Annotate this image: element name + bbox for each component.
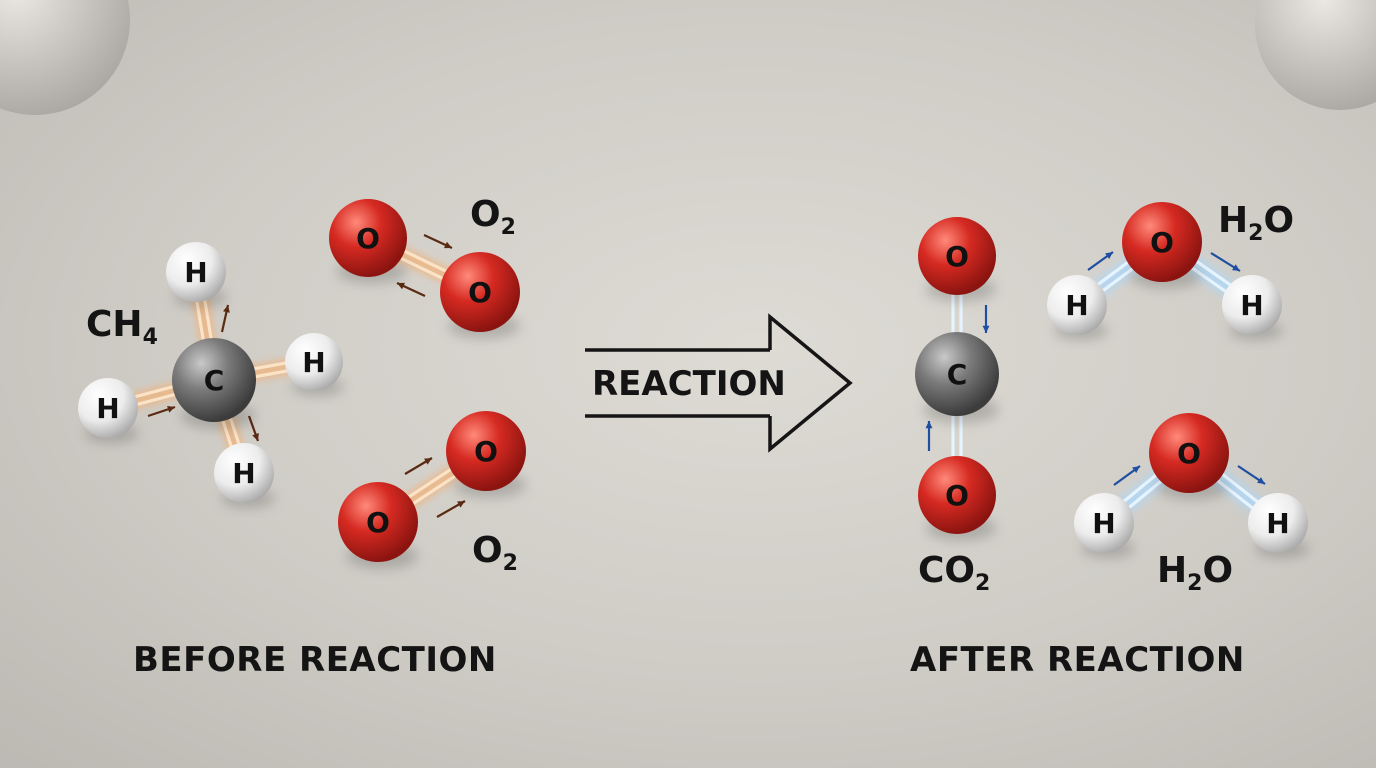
o2-bottom-arrow-lower — [436, 500, 466, 518]
corner-decoration-left — [0, 0, 130, 115]
h2o-top-hydrogen-atom-right-symbol: H — [1240, 289, 1263, 322]
h2o-top-oxygen-atom: O — [1122, 202, 1202, 289]
o2-top-arrow-upper — [423, 234, 453, 249]
ch4-hydrogen-atom-right: H — [285, 333, 345, 396]
o2-top-oxygen-atom-2-symbol: O — [468, 276, 492, 309]
h2o-top-arrow-right — [1210, 252, 1241, 272]
h2o-bottom-hydrogen-atom-right-symbol: H — [1266, 507, 1289, 540]
formula-o2-top: O2 — [470, 194, 516, 240]
ch4-carbon-atom: C — [172, 338, 256, 430]
ch4-hydrogen-atom-right-symbol: H — [302, 346, 325, 379]
o2-top-oxygen-atom-1-symbol: O — [356, 222, 380, 255]
h2o-bottom-hydrogen-atom-left: H — [1074, 493, 1135, 559]
o2-bottom-oxygen-atom-1: O — [446, 411, 526, 498]
o2-bottom-oxygen-atom-2: O — [338, 482, 418, 569]
ch4-hydrogen-atom-bottom-symbol: H — [232, 457, 255, 490]
co2-carbon-atom: C — [915, 332, 999, 424]
h2o-bottom-oxygen-atom: O — [1149, 413, 1229, 500]
h2o-top-hydrogen-atom-left: H — [1047, 275, 1108, 341]
o2-top-arrow-lower — [396, 282, 426, 297]
co2-oxygen-atom-top-symbol: O — [945, 240, 969, 273]
ch4-hydrogen-atom-top: H — [166, 242, 227, 308]
formula-ch4: CH4 — [86, 304, 158, 350]
o2-top-oxygen-atom-2: O — [440, 252, 520, 339]
h2o-top-hydrogen-atom-left-symbol: H — [1065, 289, 1088, 322]
h2o-bottom-arrow-left — [1113, 465, 1141, 486]
h2o-top-arrow-left — [1087, 251, 1114, 271]
formula-h2o-top: H2O — [1218, 200, 1295, 246]
formula-co2: CO2 — [918, 550, 991, 596]
formula-h2o-bottom: H2O — [1157, 550, 1234, 596]
after-reaction-caption: AFTER REACTION — [910, 640, 1245, 680]
h2o-bottom-arrow-right — [1237, 465, 1266, 485]
co2-oxygen-atom-bottom: O — [918, 456, 997, 541]
co2-oxygen-atom-top: O — [918, 217, 997, 302]
corner-decoration-right — [1255, 0, 1376, 110]
formula-o2-bottom: O2 — [472, 530, 518, 576]
h2o-bottom-hydrogen-atom-left-symbol: H — [1092, 507, 1115, 540]
co2-oxygen-atom-bottom-symbol: O — [945, 479, 969, 512]
h2o-bottom-hydrogen-atom-right: H — [1248, 493, 1309, 559]
co2-arrow-bottom — [925, 421, 933, 451]
before-reaction-caption: BEFORE REACTION — [133, 640, 497, 680]
h2o-top-oxygen-atom-symbol: O — [1150, 226, 1174, 259]
o2-bottom-arrow-upper — [404, 457, 433, 475]
ch4-arrow-top — [220, 304, 230, 333]
h2o-top-hydrogen-atom-right: H — [1222, 275, 1283, 341]
co2-carbon-atom-symbol: C — [947, 358, 968, 391]
reaction-arrow-label: REACTION — [592, 364, 786, 404]
o2-bottom-oxygen-atom-1-symbol: O — [474, 435, 498, 468]
ch4-arrow-left — [147, 405, 176, 418]
reaction-arrow — [585, 313, 853, 453]
o2-top-oxygen-atom-1: O — [329, 199, 408, 284]
o2-bottom-oxygen-atom-2-symbol: O — [366, 506, 390, 539]
ch4-hydrogen-atom-bottom: H — [214, 443, 275, 509]
ch4-hydrogen-atom-left: H — [78, 378, 139, 444]
ch4-hydrogen-atom-top-symbol: H — [184, 256, 207, 289]
ch4-hydrogen-atom-left-symbol: H — [96, 392, 119, 425]
co2-arrow-top — [982, 305, 990, 333]
h2o-bottom-oxygen-atom-symbol: O — [1177, 437, 1201, 470]
ch4-carbon-atom-symbol: C — [204, 364, 225, 397]
